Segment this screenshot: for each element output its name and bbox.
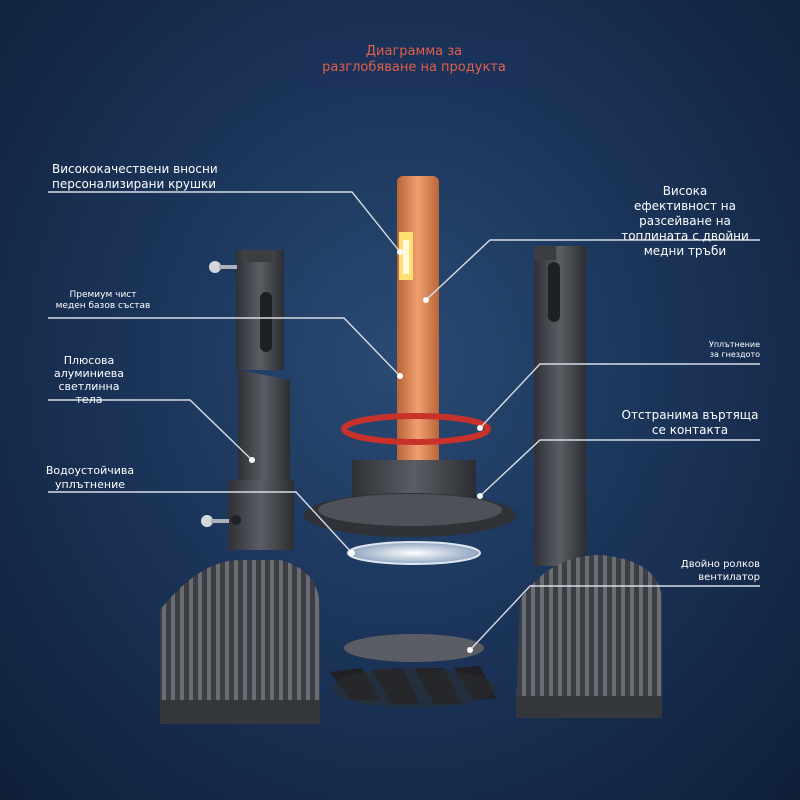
label-aluminum-body: Плюсова алуминиева светлинна тела (53, 354, 125, 406)
waterproof-seal-ring (347, 541, 481, 565)
center-led-bulb (397, 176, 439, 471)
label-bulbs: Висококачествени вносни персонализирани … (52, 162, 218, 191)
fan (330, 634, 496, 708)
label-heat-dissipation: Висока ефективност на разсейване на топл… (621, 184, 749, 258)
label-rotating-contact: Отстранима въртяща се контакта (621, 408, 759, 437)
title-line-1: Диаграмма за (365, 44, 463, 59)
label-copper-base: Премиум чист меден базов състав (55, 290, 151, 311)
right-bulb (516, 246, 662, 718)
leader-lines (48, 191, 760, 651)
title-line-2: разглобяване на продукта (322, 60, 506, 75)
label-fan: Двойно ролков вентилатор (680, 559, 760, 583)
left-bulb (160, 250, 320, 724)
socket-connector (304, 460, 516, 537)
screw-icon (209, 261, 237, 273)
diagram-title: Диаграмма за разглобяване на продукта (300, 44, 528, 90)
o-ring (341, 413, 491, 445)
label-socket-seal: Уплътнение за гнездото (708, 340, 760, 359)
label-waterproof-seal: Водоустойчива уплътнение (45, 464, 135, 491)
leader-dots (249, 249, 483, 653)
screw-icon (201, 515, 229, 527)
